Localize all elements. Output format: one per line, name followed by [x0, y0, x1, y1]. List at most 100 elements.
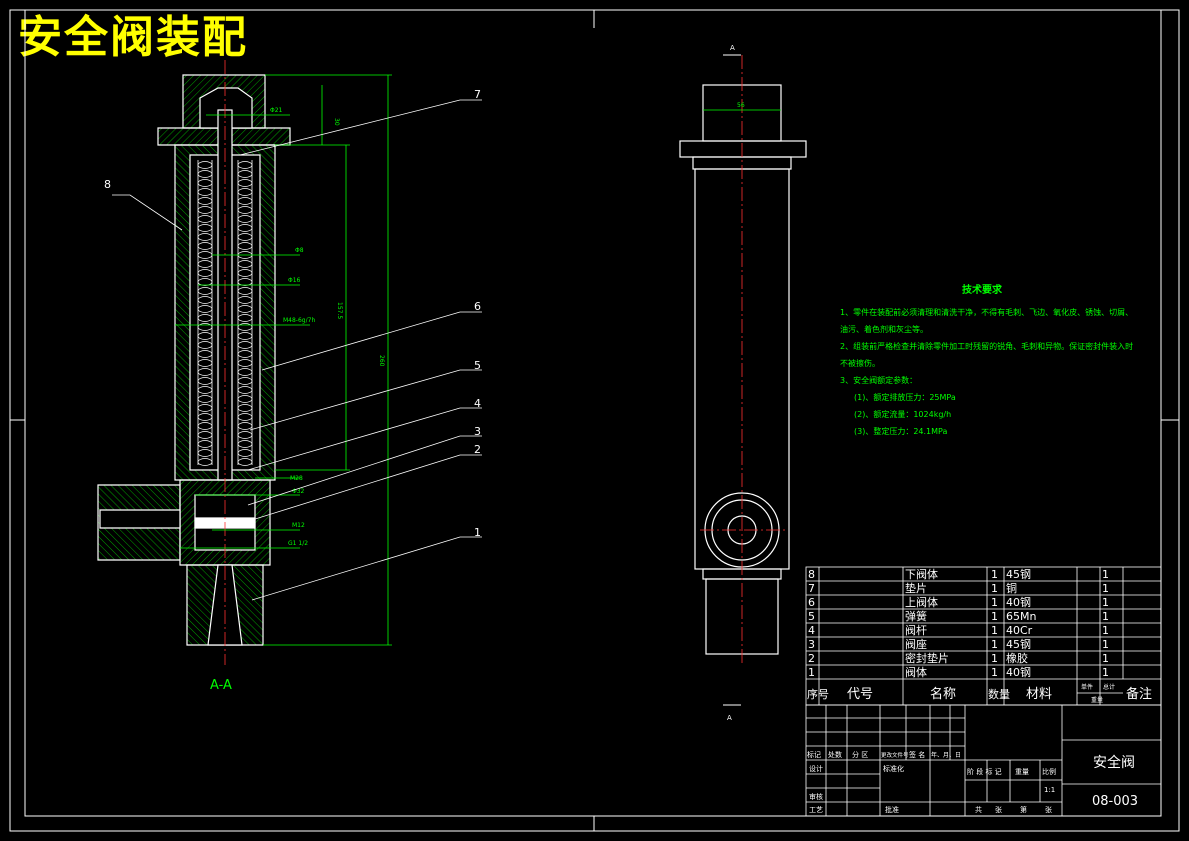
tb-review: 审核 — [809, 792, 823, 801]
spring-coil — [237, 206, 253, 214]
spring-coil — [197, 188, 213, 196]
bom-cell-material: 45钢 — [1006, 638, 1031, 651]
bom-h-single: 单件 — [1081, 683, 1093, 691]
tech-param: (2)、额定流量：1024kg/h — [854, 410, 952, 419]
tb-sheet-no: 第 — [1020, 805, 1027, 814]
tech-item: 不被擦伤。 — [840, 359, 880, 368]
spring-coil — [237, 188, 253, 196]
view-mark-bottom: A — [727, 714, 732, 722]
bom-cell-unit: 1 — [1102, 596, 1109, 609]
tb-process: 工艺 — [809, 806, 823, 814]
dim-g: G1 1/2 — [288, 540, 308, 547]
dim-56: 56 — [737, 102, 745, 109]
dim-m28: M28 — [290, 475, 303, 482]
spring-coil — [237, 440, 253, 448]
tech-item: 油污、着色剂和灰尘等。 — [840, 325, 928, 334]
bom-h-qty: 数量 — [988, 688, 1010, 701]
bom-cell-material: 40Cr — [1006, 624, 1033, 637]
bom-cell-unit: 1 — [1102, 610, 1109, 623]
spring-coil — [197, 206, 213, 214]
view-mark-top: A — [730, 44, 735, 52]
bom-cell-name: 阀杆 — [905, 623, 927, 637]
tb-part-name: 安全阀 — [1093, 754, 1135, 771]
side-view — [679, 84, 807, 655]
spring-coil — [197, 359, 213, 367]
spring-coil — [237, 395, 253, 403]
tb-sheet-label: 张 — [995, 805, 1002, 814]
spring-coil — [197, 440, 213, 448]
spring-coil — [197, 332, 213, 340]
tech-param: (3)、整定压力：24.1MPa — [854, 427, 948, 436]
drawing-title: 安全阀装配 — [18, 12, 248, 63]
spring-coil — [237, 224, 253, 232]
bom-cell-name: 垫片 — [905, 581, 927, 595]
spring-coil — [237, 332, 253, 340]
bom-cell-material: 橡胶 — [1006, 651, 1028, 665]
bom-cell-qty: 1 — [991, 666, 998, 679]
spring-coil — [197, 377, 213, 385]
bom-h-remark: 备注 — [1126, 686, 1152, 702]
technical-requirements: 技术要求 1、零件在装配前必须清理和清洗干净，不得有毛刺、飞边、氧化皮、锈蚀、切… — [840, 282, 1160, 440]
section-label: A-A — [210, 678, 232, 693]
dim-260: 260 — [378, 355, 385, 367]
spring-coil — [237, 179, 253, 187]
tb-sheet-label2: 张 — [1045, 805, 1052, 814]
bom-cell-unit: 1 — [1102, 624, 1109, 637]
tb-docno: 更改文件号 — [881, 751, 909, 759]
tb-stage: 阶 段 标 记 — [967, 767, 1002, 776]
bom-cell-no: 1 — [808, 666, 815, 679]
part-number-4: 4 — [474, 397, 481, 410]
spring-coil — [237, 161, 253, 169]
section-view — [97, 74, 291, 646]
spring-coil — [197, 278, 213, 286]
part-number-6: 6 — [474, 300, 481, 313]
spring-coil — [197, 296, 213, 304]
bom-cell-no: 6 — [808, 596, 815, 609]
spring-coil — [197, 242, 213, 250]
dim-32: Φ32 — [292, 488, 305, 495]
spring-coil — [197, 269, 213, 277]
bom-cell-name: 下阀体 — [905, 567, 938, 581]
spring-coil — [237, 368, 253, 376]
spring-coil — [197, 170, 213, 178]
tb-weight: 重量 — [1015, 768, 1029, 776]
bom-cell-unit: 1 — [1102, 582, 1109, 595]
bom-cell-qty: 1 — [991, 568, 998, 581]
spring-coil — [237, 314, 253, 322]
bom-cell-name: 阀体 — [905, 665, 927, 679]
tb-drawing-no: 08-003 — [1092, 794, 1138, 809]
bom-cell-no: 5 — [808, 610, 815, 623]
tb-date: 年、月、日 — [931, 751, 961, 759]
spring-coil — [237, 269, 253, 277]
bom-h-code: 代号 — [847, 687, 873, 702]
dim-8: Φ8 — [295, 247, 304, 254]
spring-coil — [197, 179, 213, 187]
spring-coil — [197, 287, 213, 295]
spring-coil — [237, 278, 253, 286]
tech-param: (1)、额定排放压力：25MPa — [854, 393, 956, 402]
dim-top: Φ21 — [270, 107, 283, 114]
spring-coil — [237, 404, 253, 412]
spring-coil — [237, 341, 253, 349]
tb-scale: 比例 — [1042, 767, 1056, 776]
bom-cell-name: 弹簧 — [905, 609, 927, 623]
spring-coil — [197, 350, 213, 358]
spring-coil — [197, 215, 213, 223]
spring-coil — [197, 323, 213, 331]
tb-sheets-total: 共 — [975, 805, 982, 814]
spring-coil — [237, 305, 253, 313]
spring-coil — [197, 224, 213, 232]
spring-coil — [197, 305, 213, 313]
bom-cell-qty: 1 — [991, 624, 998, 637]
bom-h-weight: 重量 — [1091, 696, 1103, 704]
spring-coil — [197, 314, 213, 322]
tb-std: 标准化 — [883, 764, 904, 773]
part-number-8: 8 — [104, 178, 111, 191]
bom-cell-qty: 1 — [991, 596, 998, 609]
bom-cell-name: 阀座 — [905, 637, 927, 651]
spring-coil — [237, 215, 253, 223]
bom-cell-unit: 1 — [1102, 638, 1109, 651]
spring-coil — [237, 359, 253, 367]
bom-cell-qty: 1 — [991, 638, 998, 651]
bom-cell-unit: 1 — [1102, 652, 1109, 665]
